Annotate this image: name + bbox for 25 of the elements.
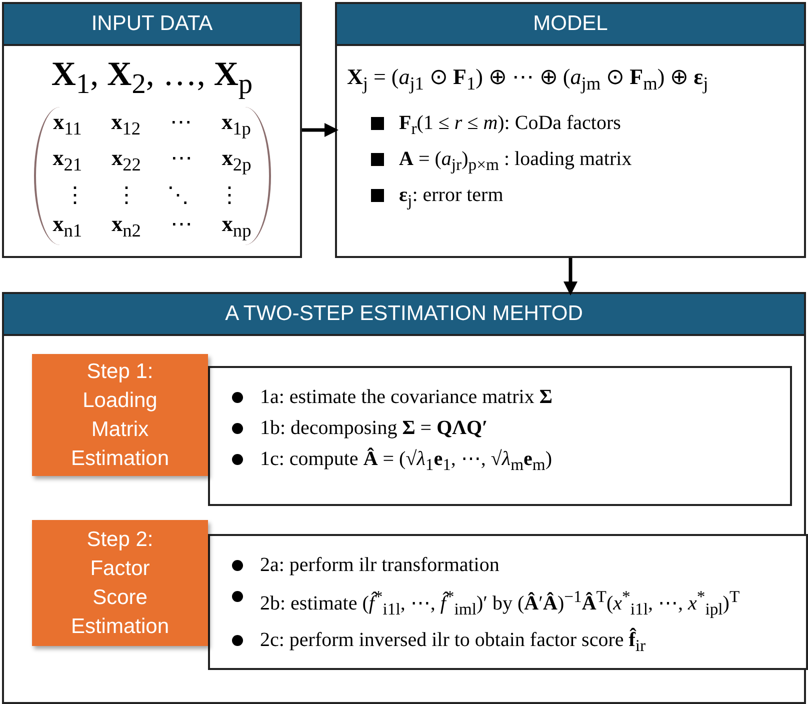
model-equation: X$_{j}$ = (a$_{j1}$ ⊙ F$_{1}$) ⊕ ⋯ ⊕ (a$_{jm}$ ⊙ F$_{m}$) ⊕ ε$_{j}$ <box>347 64 710 94</box>
panel <box>2 2 302 258</box>
bullet-item: 1b: decomposing Σ = QΛQ′ <box>232 413 784 444</box>
arrow <box>302 123 338 137</box>
panel-header: A TWO-STEP ESTIMATION MEHTOD <box>4 294 804 336</box>
bullet-item: 2c: perform inversed ilr to obtain factor score f̂$_{ir}$ <box>232 624 800 661</box>
matrix-row-text: x$_{11}$ x$_{12}$ ⋯ x$_{1p}$ <box>52 108 252 140</box>
matrix-row-text: x$_{n1}$ x$_{n2}$ ⋯ x$_{np}$ <box>52 210 252 242</box>
panel-header: INPUT DATA <box>4 4 300 46</box>
bullet-item: ε$_{j}$: error term <box>371 180 804 216</box>
bullet-item: 2a: perform ilr transformation <box>232 550 800 581</box>
panel <box>2 292 806 704</box>
bullet-item: 1a: estimate the covariance matrix Σ <box>232 382 784 413</box>
panel <box>335 2 806 258</box>
bullet-item: 1c: compute Â = (√λ$_{1}$e$_{1}$, ⋯, √λ$_{m}$e$_{m}$) <box>232 444 784 480</box>
matrix-row-text: ⋮ ⋮ ⋱ ⋮ <box>62 180 242 209</box>
step-detail-box <box>208 534 808 670</box>
step-box: Step 1: Loading Matrix Estimation <box>32 354 208 476</box>
panel-header: MODEL <box>337 4 804 46</box>
bullet-item: F$_{r}$(1 ≤ r ≤ m): CoDa factors <box>371 108 804 144</box>
step-detail-box <box>208 366 792 506</box>
bullet-item: A = (a$_{jr}$)$_{p×m}$ : loading matrix <box>371 144 804 180</box>
matrix-row-text: x$_{21}$ x$_{22}$ ⋯ x$_{2p}$ <box>52 144 252 177</box>
step-box: Step 2: Factor Score Estimation <box>32 520 208 646</box>
variable-list: X$_{1}$, X$_{2}$, …, X$_{p}$ <box>4 56 300 101</box>
